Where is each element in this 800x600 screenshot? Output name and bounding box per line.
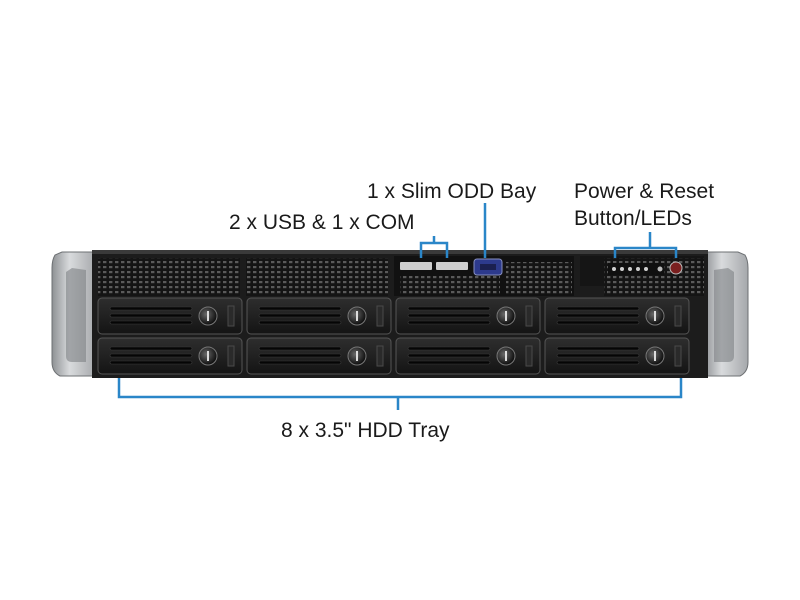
odd-bay-label: 1 x Slim ODD Bay — [367, 180, 537, 203]
vent-grille-2 — [246, 258, 388, 296]
tray-vent-slot — [407, 360, 491, 365]
led-5 — [644, 267, 648, 271]
hdd-callout-line — [117, 378, 683, 410]
power-button — [669, 261, 683, 275]
hdd-tray-5 — [97, 337, 243, 375]
tray-release-tab — [674, 345, 682, 367]
tray-vent-slot — [258, 360, 342, 365]
odd-bay — [506, 262, 572, 294]
usb-port-1 — [400, 262, 432, 270]
hdd-tray-6 — [246, 337, 392, 375]
tray-release-tab — [674, 305, 682, 327]
power-callout-line — [613, 232, 678, 258]
control-panel — [580, 256, 704, 296]
tray-vent-slot — [258, 346, 342, 351]
usb-com-callout-line — [419, 236, 449, 258]
tray-vent-slot — [407, 346, 491, 351]
hdd-tray-1 — [97, 297, 243, 335]
tray-vent-slot — [556, 360, 640, 365]
hdd-tray-4 — [544, 297, 690, 335]
tray-vent-slot — [258, 320, 342, 325]
tray-vent-slot — [407, 320, 491, 325]
tray-vent-slot — [109, 353, 193, 358]
hdd-tray-label: 8 x 3.5" HDD Tray — [281, 419, 450, 442]
callout-lines — [117, 203, 683, 410]
left-rack-handle — [51, 251, 97, 377]
front-io-panel — [394, 256, 574, 296]
usb-com-label: 2 x USB & 1 x COM — [229, 211, 415, 234]
right-rack-handle — [703, 251, 749, 377]
power-reset-label: Power & Reset — [574, 180, 715, 203]
vent-grille-1 — [98, 258, 240, 296]
hdd-tray-grid — [97, 297, 690, 375]
tray-vent-slot — [109, 306, 193, 311]
tray-vent-slot — [258, 306, 342, 311]
tray-release-tab — [227, 305, 235, 327]
tray-release-tab — [227, 345, 235, 367]
hdd-tray-3 — [395, 297, 541, 335]
led-4 — [636, 267, 640, 271]
hdd-tray-2 — [246, 297, 392, 335]
tray-vent-slot — [556, 320, 640, 325]
tray-vent-slot — [258, 313, 342, 318]
led-1 — [612, 267, 616, 271]
tray-vent-slot — [407, 353, 491, 358]
tray-vent-slot — [109, 360, 193, 365]
tray-release-tab — [376, 345, 384, 367]
tray-vent-slot — [556, 313, 640, 318]
tray-vent-slot — [556, 306, 640, 311]
button-leds-label: Button/LEDs — [574, 207, 692, 230]
tray-vent-slot — [407, 313, 491, 318]
tray-release-tab — [525, 305, 533, 327]
tray-vent-slot — [556, 353, 640, 358]
tray-release-tab — [525, 345, 533, 367]
reset-button — [657, 266, 663, 272]
tray-vent-slot — [258, 353, 342, 358]
led-3 — [628, 267, 632, 271]
hdd-tray-7 — [395, 337, 541, 375]
tray-vent-slot — [407, 306, 491, 311]
hdd-tray-8 — [544, 337, 690, 375]
tray-vent-slot — [109, 346, 193, 351]
tray-vent-slot — [109, 313, 193, 318]
usb-port-2 — [436, 262, 468, 270]
tray-release-tab — [376, 305, 384, 327]
tray-vent-slot — [109, 320, 193, 325]
tray-vent-slot — [556, 346, 640, 351]
led-2 — [620, 267, 624, 271]
